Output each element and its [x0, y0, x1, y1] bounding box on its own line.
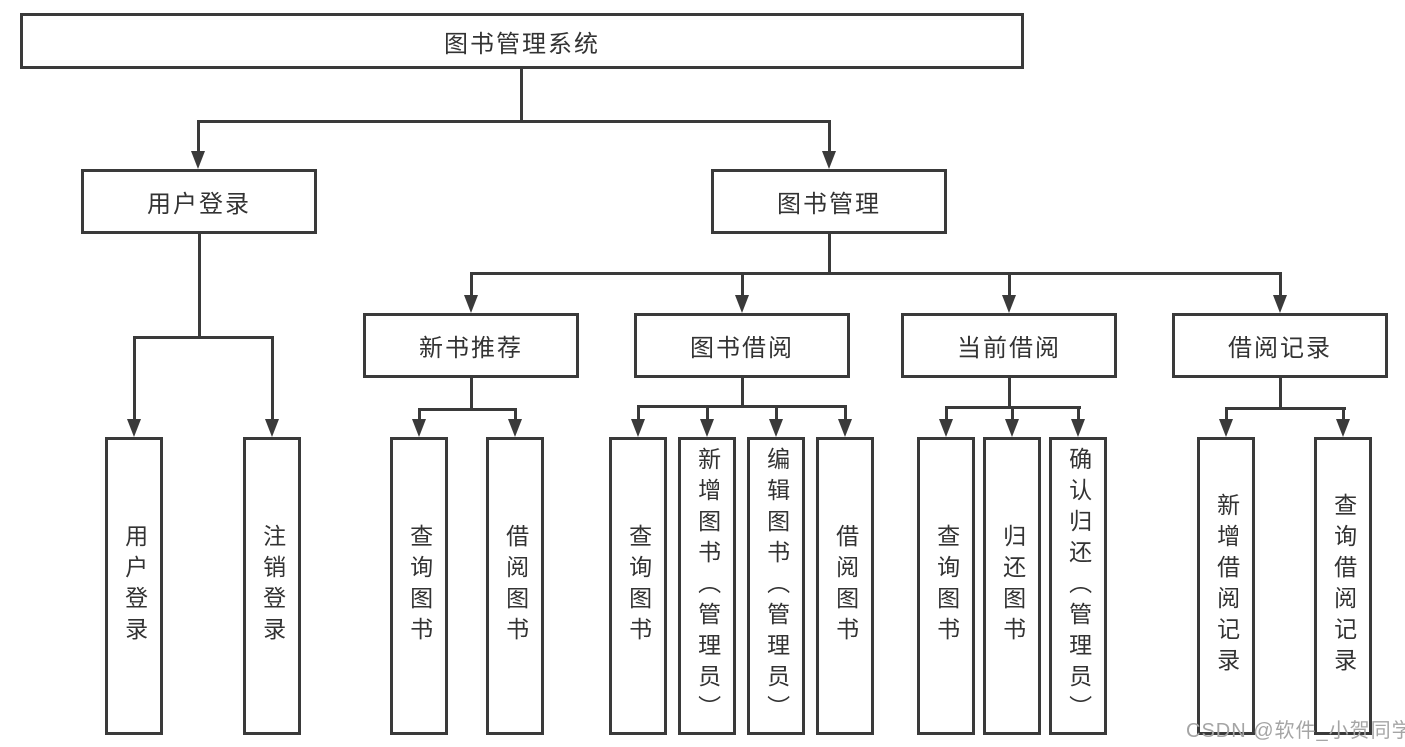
leaf-borrow-books-recommend: 借阅图书 [486, 437, 544, 735]
arrow-down-icon [127, 419, 141, 437]
leaf-label: 借阅图书 [502, 524, 529, 648]
node-current-borrowing: 当前借阅 [901, 313, 1117, 378]
connector-line [1077, 409, 1080, 419]
connector-line [844, 408, 847, 419]
node-book-borrowing: 图书借阅 [634, 313, 850, 378]
connector-line [1279, 378, 1282, 410]
arrow-down-icon [838, 419, 852, 437]
node-root-library-system: 图书管理系统 [20, 13, 1024, 69]
leaf-edit-books-admin: 编辑图书（管理员） [747, 437, 805, 735]
connector-line [1342, 410, 1345, 419]
leaf-label: 查询图书 [933, 524, 960, 648]
arrow-down-icon [631, 419, 645, 437]
node-label: 借阅记录 [1228, 335, 1332, 362]
connector-line [520, 69, 523, 123]
connector-line [1008, 378, 1011, 409]
node-label: 新书推荐 [419, 335, 523, 362]
node-label: 图书管理系统 [444, 30, 600, 58]
leaf-label: 归还图书 [999, 524, 1026, 648]
arrow-down-icon [700, 419, 714, 437]
connector-line [418, 408, 517, 411]
connector-line [945, 409, 948, 419]
arrow-down-icon [1002, 295, 1016, 313]
arrow-down-icon [464, 295, 478, 313]
connector-line [197, 123, 200, 152]
connector-line [945, 406, 1081, 409]
connector-line [1011, 409, 1014, 419]
leaf-user-login: 用户登录 [105, 437, 163, 735]
connector-line [1225, 407, 1346, 410]
leaf-logout: 注销登录 [243, 437, 301, 735]
arrow-down-icon [265, 419, 279, 437]
node-book-management: 图书管理 [711, 169, 947, 234]
arrow-down-icon [1219, 419, 1233, 437]
connector-line [133, 339, 136, 419]
arrow-down-icon [1071, 419, 1085, 437]
leaf-label: 借阅图书 [832, 524, 859, 648]
node-label: 用户登录 [147, 191, 251, 218]
leaf-borrow-books: 借阅图书 [816, 437, 874, 735]
leaf-label: 查询图书 [406, 524, 433, 648]
node-label: 图书管理 [777, 191, 881, 218]
leaf-query-books-current: 查询图书 [917, 437, 975, 735]
arrow-down-icon [412, 419, 426, 437]
connector-line [470, 275, 473, 296]
connector-line [1279, 275, 1282, 296]
connector-line [1008, 275, 1011, 296]
arrow-down-icon [1273, 295, 1287, 313]
arrow-down-icon [1336, 419, 1350, 437]
connector-line [775, 408, 778, 419]
arrow-down-icon [769, 419, 783, 437]
leaf-query-borrow-record: 查询借阅记录 [1314, 437, 1372, 735]
connector-line [1225, 410, 1228, 419]
connector-line [271, 339, 274, 419]
leaf-label: 新增图书（管理员） [694, 446, 721, 726]
leaf-label: 查询借阅记录 [1330, 493, 1357, 679]
leaf-query-books-recommend: 查询图书 [390, 437, 448, 735]
leaf-label: 查询图书 [625, 524, 652, 648]
leaf-confirm-return-admin: 确认归还（管理员） [1049, 437, 1107, 735]
connector-line [741, 378, 744, 408]
connector-line [514, 411, 517, 419]
leaf-add-books-admin: 新增图书（管理员） [678, 437, 736, 735]
connector-line [133, 336, 274, 339]
leaf-label: 用户登录 [121, 524, 148, 648]
leaf-label: 编辑图书（管理员） [763, 446, 790, 726]
node-borrowing-records: 借阅记录 [1172, 313, 1388, 378]
connector-line [637, 408, 640, 419]
connector-line [418, 411, 421, 419]
connector-line [637, 405, 847, 408]
leaf-add-borrow-record: 新增借阅记录 [1197, 437, 1255, 735]
node-label: 当前借阅 [957, 335, 1061, 362]
leaf-return-books: 归还图书 [983, 437, 1041, 735]
leaf-label: 新增借阅记录 [1213, 493, 1240, 679]
node-label: 图书借阅 [690, 335, 794, 362]
arrow-down-icon [735, 295, 749, 313]
connector-line [828, 234, 831, 275]
connector-line [470, 378, 473, 411]
leaf-label: 注销登录 [259, 524, 286, 648]
node-user-login: 用户登录 [81, 169, 317, 234]
csdn-watermark: CSDN @软件_小贺同学 [1186, 720, 1405, 742]
leaf-query-books-borrowing: 查询图书 [609, 437, 667, 735]
connector-line [706, 408, 709, 419]
node-new-book-recommend: 新书推荐 [363, 313, 579, 378]
connector-line [828, 123, 831, 152]
arrow-down-icon [939, 419, 953, 437]
arrow-down-icon [1005, 419, 1019, 437]
connector-line [198, 234, 201, 339]
arrow-down-icon [508, 419, 522, 437]
arrow-down-icon [191, 151, 205, 169]
connector-line [741, 275, 744, 296]
arrow-down-icon [822, 151, 836, 169]
leaf-label: 确认归还（管理员） [1065, 446, 1092, 726]
connector-line [470, 272, 1282, 275]
connector-line [197, 120, 831, 123]
